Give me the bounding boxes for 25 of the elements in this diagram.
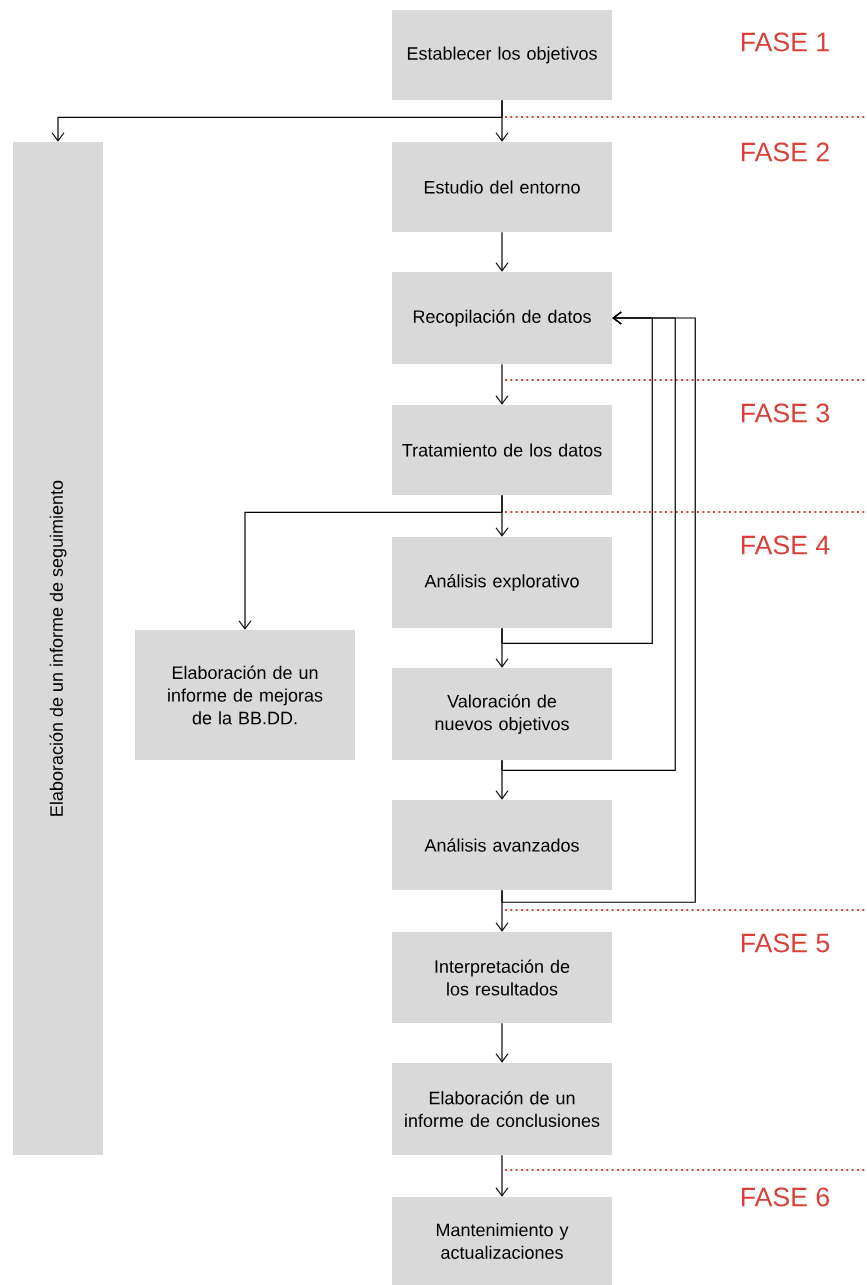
phase-label: FASE 2	[742, 142, 829, 162]
arrow	[501, 311, 696, 903]
phase-label: FASE 4	[742, 535, 830, 555]
arrow	[495, 1154, 509, 1197]
process-box: Estudio del entorno	[392, 142, 612, 232]
process-box: Interpretación de los resultados	[392, 932, 612, 1023]
phase-label: FASE 5	[742, 933, 830, 953]
process-box: Recopilación de datos	[392, 272, 612, 364]
process-box: Establecer los objetivos	[392, 10, 612, 100]
process-box: Análisis explorativo	[392, 537, 612, 628]
process-box: Valoración de nuevos objetivos	[392, 668, 612, 760]
process-box: Elaboración de un informe de conclusiones	[392, 1063, 612, 1155]
side-bar: Elaboración de un informe de seguimiento	[13, 142, 103, 1155]
process-box: Análisis avanzados	[392, 800, 612, 890]
arrow	[495, 99, 509, 142]
arrow	[495, 363, 509, 405]
phase-label: FASE 3	[742, 403, 829, 423]
process-box: Tratamiento de los datos	[392, 405, 612, 495]
arrow	[238, 494, 503, 630]
process-box: Elaboración de un informe de mejoras de la BB.DD.	[135, 630, 355, 760]
arrow	[495, 231, 509, 272]
process-box: Mantenimiento y actualizaciones	[392, 1197, 612, 1285]
phase-label: FASE 6	[742, 1187, 829, 1207]
phase-label: FASE 1	[742, 32, 829, 52]
arrow	[495, 1022, 509, 1063]
